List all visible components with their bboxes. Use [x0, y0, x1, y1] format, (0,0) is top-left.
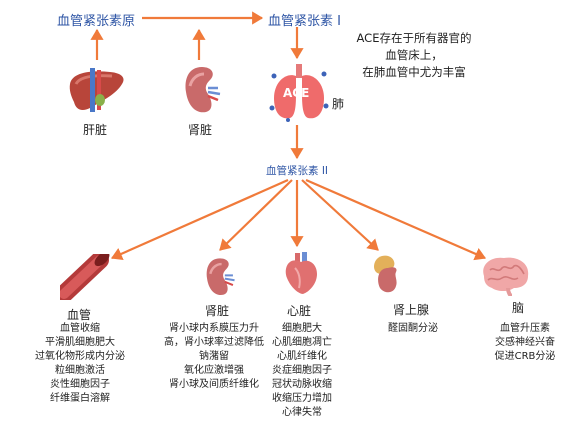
effect-item: 氧化应激增强: [184, 365, 244, 376]
angiotensin-1-label: 血管紧张素 I: [268, 14, 341, 29]
effect-item: 肾小球及间质纤维化: [169, 379, 259, 390]
target-heart-title: 心脏: [287, 304, 312, 318]
liver-icon: [69, 68, 124, 112]
effect-item: 细胞肥大: [282, 323, 322, 334]
effect-item: 高，肾小球率过滤降低: [164, 337, 264, 348]
blood-vessel-icon: [60, 254, 110, 300]
ace-note-line: ACE存在于所有器官的: [356, 31, 472, 45]
effect-item: 交感神经兴奋: [495, 337, 555, 348]
effect-item: 促进CRB分泌: [494, 351, 556, 362]
brain-icon: [483, 257, 529, 296]
angiotensin-2-label: 血管紧张素 II: [266, 165, 329, 177]
target-heart-effects: 细胞肥大 心肌细胞凋亡 心肌纤维化 炎症细胞因子 冠状动脉收缩 收缩压力增加 心…: [252, 322, 352, 420]
effect-item: 肾小球内系膜压力升: [169, 323, 259, 334]
adrenal-gland-icon: [374, 255, 397, 293]
kidney-icon: [185, 67, 221, 113]
effect-item: 平滑肌细胞肥大: [45, 337, 115, 348]
target-brain-effects: 血管升压素 交感神经兴奋 促进CRB分泌: [476, 322, 574, 364]
target-kidney-effects: 肾小球内系膜压力升 高，肾小球率过滤降低 钠潴留 氧化应激增强 肾小球及间质纤维…: [158, 322, 270, 392]
target-kidney-title: 肾脏: [205, 304, 230, 318]
effect-item: 过氧化物形成内分泌: [35, 351, 125, 362]
target-brain-title: 脑: [512, 301, 525, 315]
effect-item: 血管升压素: [500, 323, 550, 334]
arrow-to-vessel: [110, 178, 289, 261]
ace-note-line: 血管床上，: [385, 48, 443, 62]
effect-item: 炎性细胞因子: [50, 379, 110, 390]
liver-label: 肝脏: [83, 123, 108, 137]
arrow-to-brain: [305, 178, 487, 261]
arrow-to-kidney-target: [219, 179, 293, 251]
kidney-target-icon: [206, 258, 235, 296]
effect-item: 心肌纤维化: [277, 351, 327, 362]
target-vessel-title: 血管: [67, 308, 92, 322]
lung-label: 肺: [332, 97, 345, 111]
effect-item: 血管收缩: [60, 323, 100, 334]
target-adrenal-effects: 醛固酮分泌: [368, 322, 458, 336]
ace-note-line: 在肺血管中尤为丰富: [362, 65, 466, 79]
kidney-source-label: 肾脏: [188, 123, 213, 137]
target-adrenal-title: 肾上腺: [393, 303, 430, 317]
effect-item: 纤维蛋白溶解: [50, 393, 110, 404]
angiotensinogen-label: 血管紧张素原: [57, 14, 136, 29]
effect-item: 炎症细胞因子: [272, 365, 332, 376]
ace-note: ACE存在于所有器官的 血管床上， 在肺血管中尤为丰富: [348, 30, 480, 81]
effect-item: 冠状动脉收缩: [272, 379, 332, 390]
target-vessel-effects: 血管收缩 平滑肌细胞肥大 过氧化物形成内分泌 粒细胞激活 炎性细胞因子 纤维蛋白…: [25, 322, 135, 406]
effect-item: 粒细胞激活: [55, 365, 105, 376]
effect-item: 醛固酮分泌: [388, 323, 438, 334]
lung-icon: [269, 64, 329, 122]
effect-item: 收缩压力增加: [272, 393, 332, 404]
ace-badge: ACE: [283, 86, 310, 100]
effect-item: 心肌细胞凋亡: [272, 337, 332, 348]
effect-item: 钠潴留: [199, 351, 229, 362]
heart-icon: [285, 252, 317, 294]
effect-item: 心律失常: [282, 407, 322, 418]
arrow-to-adrenal: [301, 179, 379, 251]
